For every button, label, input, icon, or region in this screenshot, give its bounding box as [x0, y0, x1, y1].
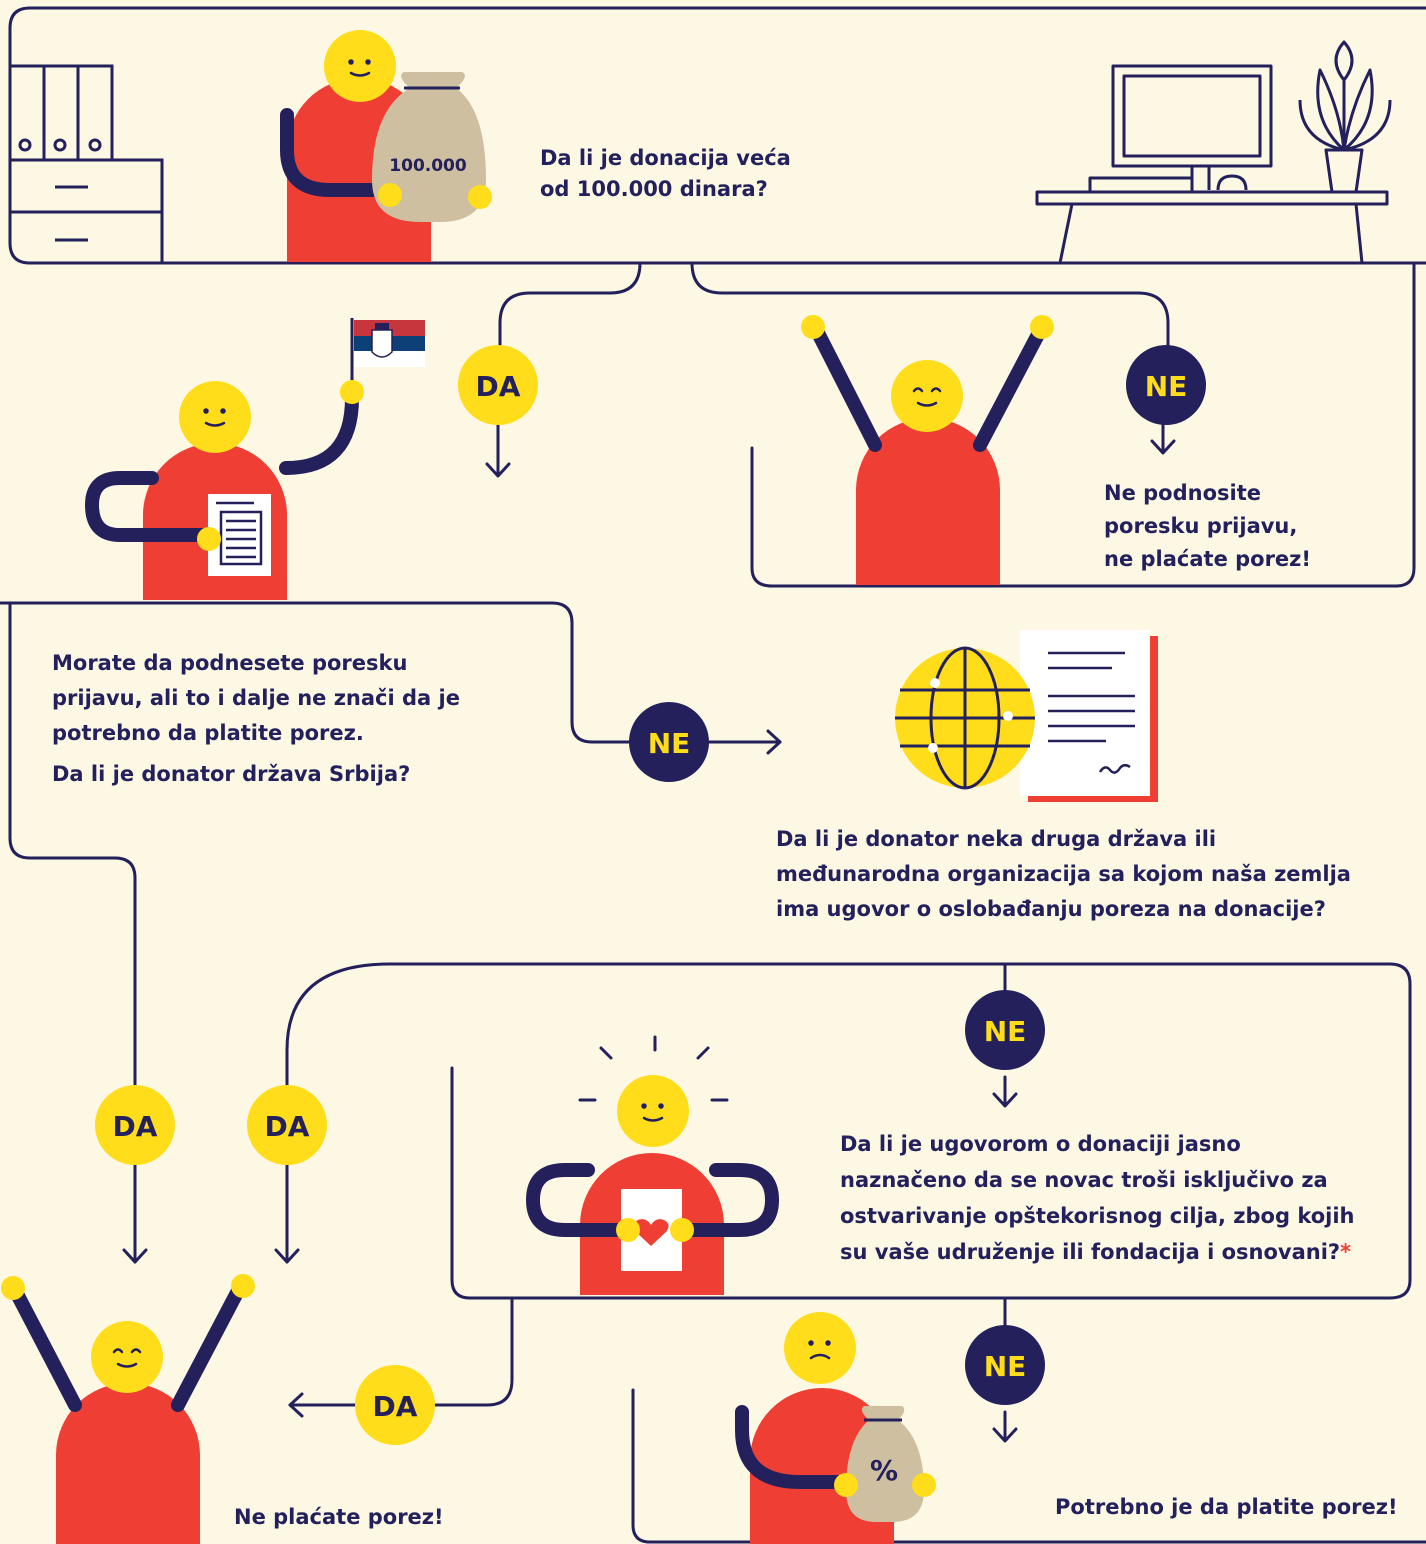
- bag-amount-label: 100.000: [389, 156, 467, 176]
- person-head: [179, 381, 251, 453]
- person-with-flag: [84, 318, 425, 600]
- question-donation-amount: Da li je donacija veća od 100.000 dinara…: [540, 146, 791, 201]
- person-arm: [280, 108, 397, 197]
- heart-icon: [633, 1219, 669, 1246]
- arrow-right-ne2: [706, 729, 782, 755]
- happy-person-arms-up: [801, 315, 1054, 585]
- sad-person-with-tax-bag: %: [735, 1312, 936, 1544]
- filing-cabinet-icon: [8, 64, 164, 263]
- arrow-down-da3: [274, 1160, 300, 1264]
- da-return-line: [430, 1296, 514, 1407]
- arrow-down-da1: [485, 420, 511, 478]
- result-pay-tax: Potrebno je da platite porez!: [1055, 1495, 1398, 1519]
- badge-ne-2: NE: [629, 702, 709, 782]
- person-head: [324, 30, 396, 102]
- svg-text:DA: DA: [113, 1110, 158, 1143]
- arrow-down-da2: [122, 1160, 148, 1264]
- person-body: [856, 418, 1000, 585]
- person-head: [91, 1321, 163, 1393]
- result-no-tax: Ne plaćate porez!: [234, 1505, 444, 1529]
- svg-text:DA: DA: [476, 370, 521, 403]
- result-no-report: Ne podnosite poresku prijavu, ne plaćate…: [1104, 481, 1311, 571]
- svg-text:NE: NE: [984, 1015, 1027, 1048]
- person-left-arm: [84, 471, 217, 542]
- ne-box-line: [750, 261, 1416, 588]
- arrow-down-ne3: [992, 1075, 1018, 1108]
- q1-to-da-line: [498, 261, 642, 347]
- flow-arrows: [122, 420, 1176, 1443]
- person-body: [56, 1383, 200, 1544]
- badge-ne-3: NE: [965, 990, 1045, 1070]
- person-with-money-bag: 100.000: [280, 30, 492, 262]
- badge-da-3: DA: [247, 1085, 327, 1165]
- svg-text:DA: DA: [373, 1390, 418, 1423]
- arrow-left-da4: [288, 1392, 358, 1418]
- must-report-left-line: [8, 601, 137, 1087]
- asterisk: *: [1340, 1240, 1352, 1264]
- badge-da-4: DA: [355, 1365, 435, 1445]
- person-right-arm: [279, 391, 359, 475]
- svg-text:DA: DA: [265, 1110, 310, 1143]
- serbian-flag-icon: [350, 318, 425, 390]
- happy-person-bottom: [1, 1274, 255, 1544]
- svg-text:NE: NE: [1145, 370, 1188, 403]
- percent-label: %: [870, 1454, 898, 1487]
- badge-da-2: DA: [95, 1085, 175, 1165]
- tax-bag-icon: [846, 1406, 924, 1522]
- flow-lines: [0, 6, 1426, 1544]
- person-head: [617, 1075, 689, 1147]
- q1-to-ne-line: [690, 261, 1170, 347]
- money-bag-icon: [372, 72, 486, 222]
- pay-tax-frame-line: [631, 1388, 1426, 1544]
- badge-ne-1: NE: [1126, 345, 1206, 425]
- must-report-frame-line: [0, 601, 634, 744]
- svg-text:NE: NE: [648, 727, 691, 760]
- svg-text:NE: NE: [984, 1350, 1027, 1383]
- q3-loop-line: [285, 962, 1412, 1300]
- question-donor-serbia: Da li je donator država Srbija?: [52, 762, 411, 786]
- person-with-heart-card: [525, 1035, 780, 1295]
- badge-ne-4: NE: [965, 1325, 1045, 1405]
- arrow-down-ne1: [1150, 420, 1176, 455]
- person-head: [891, 360, 963, 432]
- question-contract-purpose: Da li je ugovorom o donaciji jasno nazna…: [840, 1132, 1355, 1264]
- must-report-text: Morate da podnesete poresku prijavu, ali…: [52, 651, 460, 745]
- desk-computer-icon: [1035, 40, 1392, 264]
- question-donor-foreign: Da li je donator neka druga država ili m…: [776, 827, 1351, 921]
- badge-da-1: DA: [458, 345, 538, 425]
- person-head: [784, 1312, 856, 1384]
- office-frame-line: [8, 6, 1426, 265]
- arrow-down-ne4: [992, 1410, 1018, 1443]
- globe-contract-icon: [895, 630, 1158, 802]
